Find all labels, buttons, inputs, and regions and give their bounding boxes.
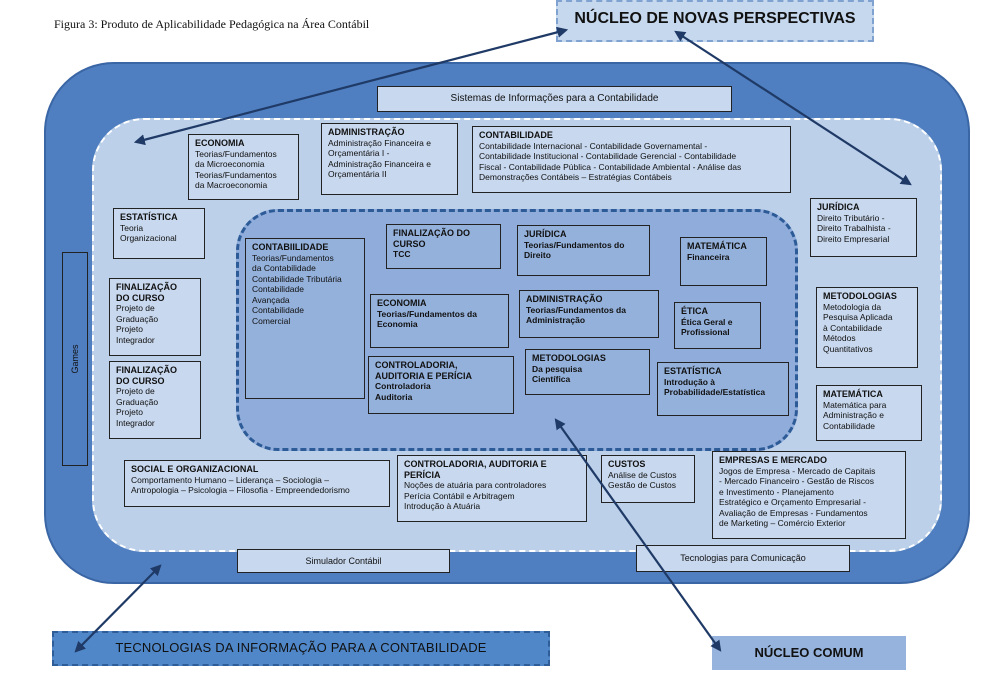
box-body: Metodologia da Pesquisa Aplicada à Conta…: [823, 301, 893, 354]
box-body: Contabilidade Internacional - Contabilid…: [479, 140, 742, 183]
box-title: ECONOMIA: [195, 138, 245, 148]
box-body: Controladoria Auditoria: [375, 381, 431, 402]
box-title: JURÍDICA: [817, 202, 860, 212]
box-title: MATEMÁTICA: [823, 389, 883, 399]
box-body: Da pesquisa Científica: [532, 363, 583, 385]
games-label: Games: [70, 344, 80, 374]
box-title: FINALIZAÇÃO DO CURSO: [116, 282, 177, 303]
box-body: Teorias/Fundamentos da Administração: [526, 304, 626, 326]
inner-administracao-box: ADMINISTRAÇÃO Teorias/Fundamentos da Adm…: [519, 290, 659, 338]
box-title: METODOLOGIAS: [532, 353, 606, 363]
box-body: Teoria Organizacional: [120, 222, 177, 244]
inner-matematica-box: MATEMÁTICA Financeira: [680, 237, 767, 286]
box-title: ECONOMIA: [377, 298, 427, 308]
box-body: Análise de Custos Gestão de Custos: [608, 469, 677, 491]
box-title: FINALIZAÇÃO DO CURSO: [393, 228, 470, 249]
box-title: ESTATÍSTICA: [664, 366, 722, 376]
inner-juridica-box: JURÍDICA Teorias/Fundamentos do Direito: [517, 225, 650, 276]
inner-estatistica-box: ESTATÍSTICA Introdução à Probabilidade/E…: [657, 362, 789, 416]
middle-administracao-box: ADMINISTRAÇÃO Administração Financeira e…: [321, 123, 458, 195]
box-title: ADMINISTRAÇÃO: [526, 294, 603, 304]
box-body: Direito Tributário - Direito Trabalhista…: [817, 212, 891, 244]
box-title: SOCIAL E ORGANIZACIONAL: [131, 464, 259, 474]
box-title: CUSTOS: [608, 459, 646, 469]
box-title: JURÍDICA: [524, 229, 567, 239]
box-body: Teorias/Fundamentos da Economia: [377, 308, 477, 330]
box-body: Financeira: [687, 251, 730, 262]
box-body: Administração Financeira e Orçamentária …: [328, 137, 431, 180]
middle-custos-box: CUSTOS Análise de Custos Gestão de Custo…: [601, 455, 695, 503]
box-body: Matemática para Administração e Contabil…: [823, 399, 887, 431]
inner-etica-box: ÉTICA Ética Geral e Profissional: [674, 302, 761, 349]
box-body: TCC: [393, 249, 411, 259]
middle-finalizacao-box-2: FINALIZAÇÃO DO CURSO Projeto de Graduaçã…: [109, 361, 201, 439]
box-body: Projeto de Graduação Projeto Integrador: [116, 386, 159, 428]
tecnologias-informacao-box: TECNOLOGIAS DA INFORMAÇÃO PARA A CONTABI…: [52, 631, 550, 666]
inner-contabilidade-box: CONTABIILIDADE Teorias/Fundamentos da Co…: [245, 238, 365, 399]
box-body: Jogos de Empresa - Mercado de Capitais -…: [719, 465, 876, 529]
middle-economia-box: ECONOMIA Teorias/Fundamentos da Microeco…: [188, 134, 299, 200]
box-title: METODOLOGIAS: [823, 291, 897, 301]
sistemas-bar: Sistemas de Informações para a Contabili…: [377, 86, 732, 112]
inner-controladoria-box: CONTROLADORIA, AUDITORIA E PERÍCIA Contr…: [368, 356, 514, 414]
box-title: MATEMÁTICA: [687, 241, 747, 251]
box-body: Introdução à Probabilidade/Estatística: [664, 376, 766, 398]
box-body: Ética Geral e Profissional: [681, 316, 733, 338]
simulador-bar: Simulador Contábil: [237, 549, 450, 573]
nucleo-comum-box: NÚCLEO COMUM: [712, 636, 906, 670]
box-body: Teorias/Fundamentos do Direito: [524, 239, 625, 261]
middle-juridica-box: JURÍDICA Direito Tributário - Direito Tr…: [810, 198, 917, 257]
middle-social-box: SOCIAL E ORGANIZACIONAL Comportamento Hu…: [124, 460, 390, 507]
inner-economia-box: ECONOMIA Teorias/Fundamentos da Economia: [370, 294, 509, 348]
box-title: FINALIZAÇÃO DO CURSO: [116, 365, 177, 386]
middle-controladoria-box: CONTROLADORIA, AUDITORIA E PERÍCIA Noçõe…: [397, 455, 587, 522]
tecnologias-bar: Tecnologias para Comunicação: [636, 545, 850, 572]
middle-finalizacao-box-1: FINALIZAÇÃO DO CURSO Projeto de Graduaçã…: [109, 278, 201, 356]
box-title: ÉTICA: [681, 306, 708, 316]
nucleo-novas-perspectivas: NÚCLEO DE NOVAS PERSPECTIVAS: [556, 0, 874, 42]
box-body: Teorias/Fundamentos da Contabilidade Con…: [252, 252, 342, 326]
middle-estatistica-box: ESTATÍSTICA Teoria Organizacional: [113, 208, 205, 259]
box-title: EMPRESAS E MERCADO: [719, 455, 828, 465]
inner-finalizacao-box: FINALIZAÇÃO DO CURSO TCC: [386, 224, 501, 269]
box-title: ADMINISTRAÇÃO: [328, 127, 405, 137]
middle-matematica-box: MATEMÁTICA Matemática para Administração…: [816, 385, 922, 441]
middle-metodologias-box: METODOLOGIAS Metodologia da Pesquisa Apl…: [816, 287, 918, 368]
box-body: Projeto de Graduação Projeto Integrador: [116, 303, 159, 345]
box-body: Teorias/Fundamentos da Microeconomia Teo…: [195, 148, 277, 191]
games-bar: Games: [62, 252, 88, 466]
inner-metodologias-box: METODOLOGIAS Da pesquisa Científica: [525, 349, 650, 395]
box-title: CONTROLADORIA, AUDITORIA E PERÍCIA: [375, 360, 473, 381]
box-title: CONTROLADORIA, AUDITORIA E PERÍCIA: [404, 459, 547, 480]
box-title: ESTATÍSTICA: [120, 212, 178, 222]
box-body: Noções de atuária para controladores Per…: [404, 480, 547, 511]
figure-caption: Figura 3: Produto de Aplicabilidade Peda…: [54, 17, 370, 31]
box-title: CONTABIILIDADE: [252, 242, 329, 252]
box-title: CONTABILIDADE: [479, 130, 553, 140]
middle-empresas-box: EMPRESAS E MERCADO Jogos de Empresa - Me…: [712, 451, 906, 539]
box-body: Comportamento Humano – Liderança – Socio…: [131, 474, 350, 496]
middle-contabilidade-box: CONTABILIDADE Contabilidade Internaciona…: [472, 126, 791, 193]
